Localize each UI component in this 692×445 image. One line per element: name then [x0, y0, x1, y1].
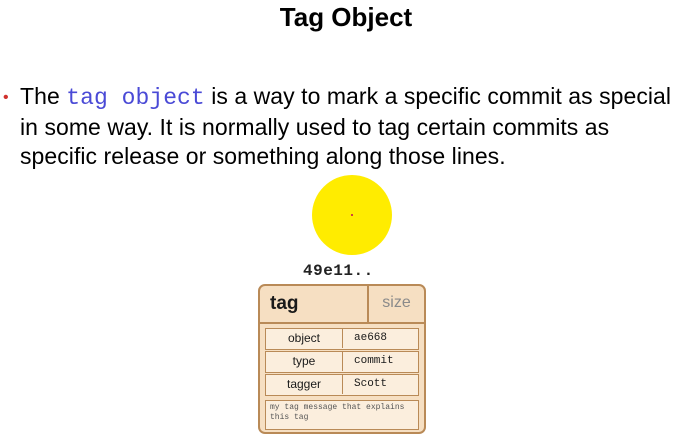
- card-type-label: tag: [270, 293, 299, 314]
- field-row-object: object ae668: [265, 328, 419, 350]
- card-size-label: size: [382, 294, 411, 311]
- bullet-text: The tag object is a way to mark a specif…: [20, 82, 690, 171]
- tag-object-card: tag size object ae668 type commit tagger…: [258, 284, 426, 434]
- slide-title: Tag Object: [279, 2, 413, 32]
- bullet-text-after: is a way to mark a specific commit as sp…: [20, 83, 672, 169]
- card-fields: object ae668 type commit tagger Scott: [265, 328, 419, 397]
- cursor-pointer-icon: [351, 214, 353, 216]
- tag-sha-label: 49e11..: [303, 262, 374, 280]
- card-header-divider: [367, 286, 369, 322]
- bullet-text-before: The: [20, 83, 67, 109]
- field-value: commit: [354, 355, 394, 367]
- card-header: tag size: [260, 286, 424, 324]
- field-key: object: [266, 329, 343, 348]
- field-row-tagger: tagger Scott: [265, 374, 419, 396]
- field-key: tagger: [266, 375, 343, 394]
- tag-message: my tag message that explains this tag: [265, 400, 419, 430]
- field-row-type: type commit: [265, 351, 419, 373]
- field-value: Scott: [354, 378, 388, 390]
- code-term: tag object: [66, 85, 205, 111]
- bullet-marker: •: [3, 89, 9, 106]
- field-value: ae668: [354, 332, 388, 344]
- field-key: type: [266, 352, 343, 371]
